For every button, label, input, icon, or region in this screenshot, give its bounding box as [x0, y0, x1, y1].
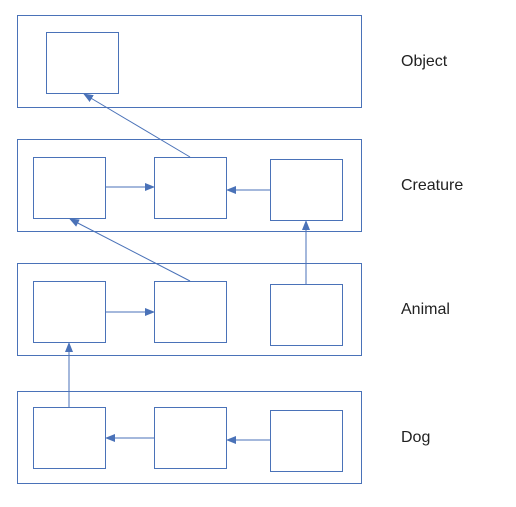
animal-box-2: [154, 281, 227, 343]
layer-label-creature: Creature: [401, 177, 464, 194]
dog-box-2: [154, 407, 227, 469]
layer-label-object: Object: [401, 53, 448, 70]
creature-box-3: [270, 159, 343, 221]
creature-box-1: [33, 157, 106, 219]
edge-creature-box-2-to-object-box-1: [83, 93, 191, 158]
layer-creature: [17, 139, 362, 232]
edge-animal-box-2-to-creature-box-1: [69, 218, 191, 282]
animal-box-3: [270, 284, 343, 346]
layer-label-animal: Animal: [401, 301, 450, 318]
dog-box-3: [270, 410, 343, 472]
layer-object: [17, 15, 362, 108]
dog-box-1: [33, 407, 106, 469]
layer-dog: [17, 391, 362, 484]
layer-label-dog: Dog: [401, 429, 431, 446]
layer-animal: [17, 263, 362, 356]
object-box-1: [46, 32, 119, 94]
animal-box-1: [33, 281, 106, 343]
creature-box-2: [154, 157, 227, 219]
